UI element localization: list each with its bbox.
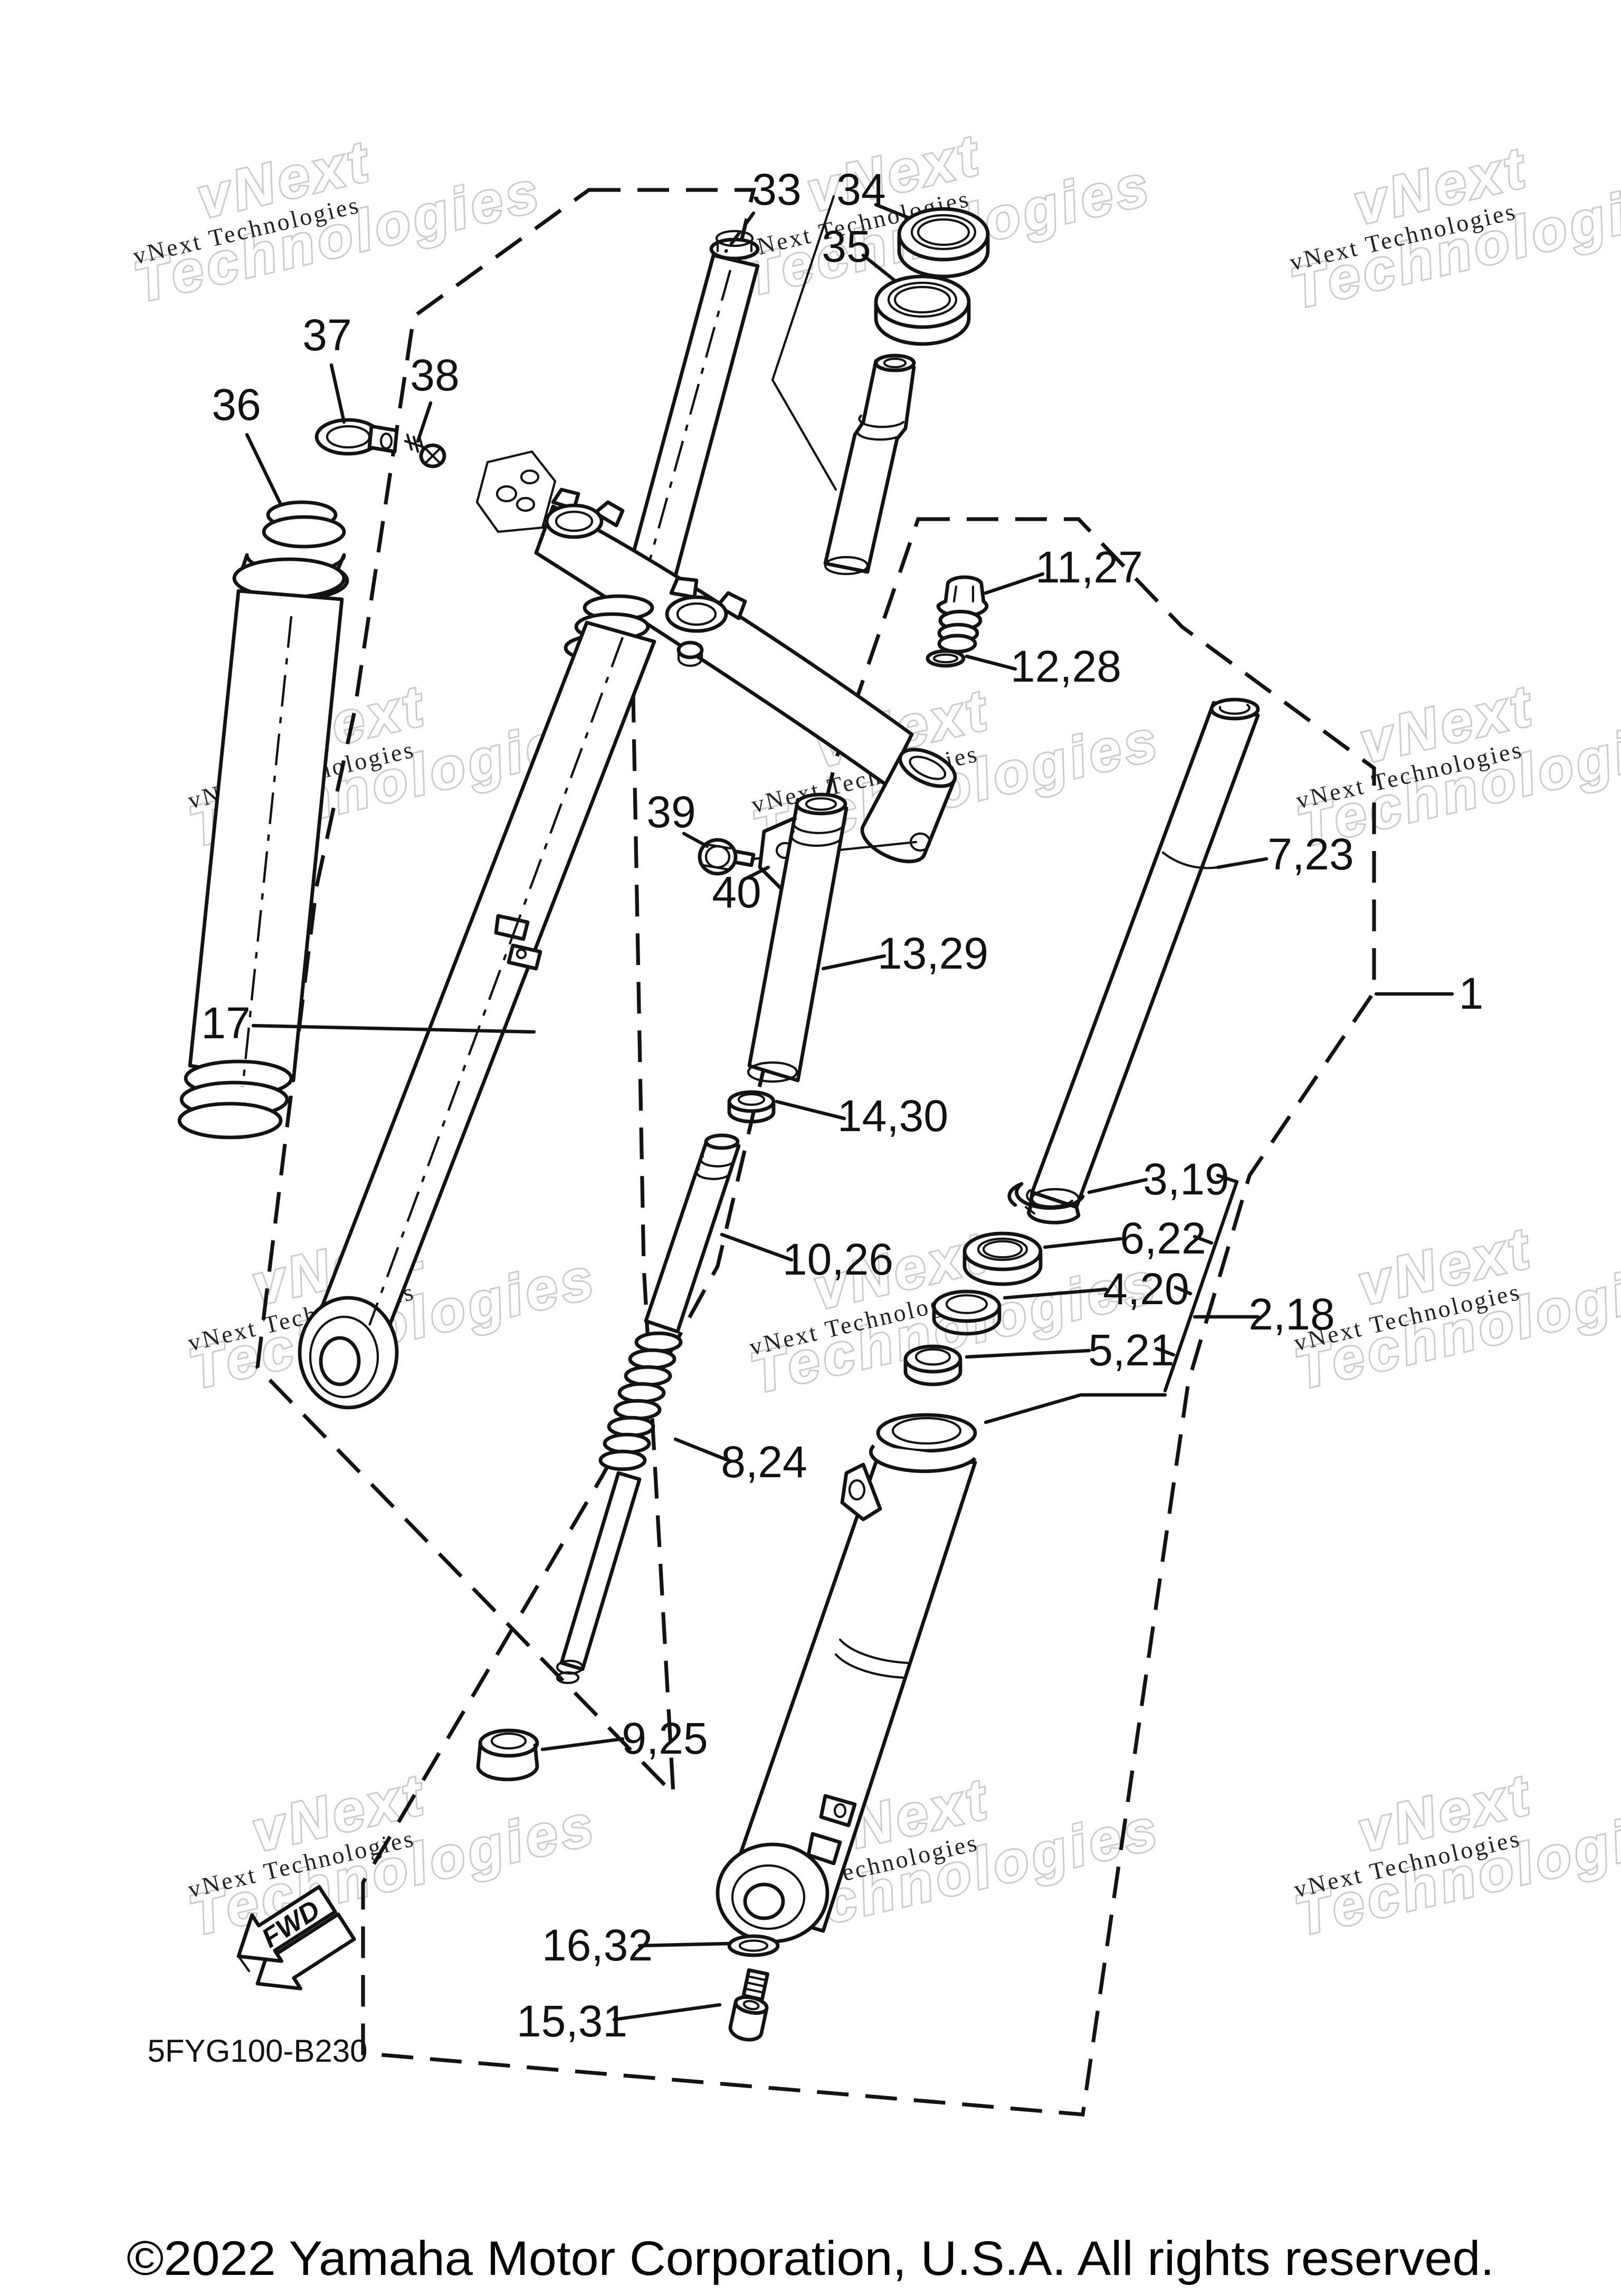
callout-40: 40 — [712, 867, 761, 917]
part-bolt-15 — [728, 1968, 769, 2042]
part-damper-tube-13 — [747, 792, 848, 1083]
part-inner-tube-right — [1027, 697, 1260, 1224]
part-seal-ring-34 — [897, 207, 990, 279]
callout-34: 34 — [836, 165, 885, 214]
callout-33: 33 — [752, 165, 801, 214]
part-damper-rod-10 — [644, 1133, 741, 1334]
leader-line-assembly — [771, 195, 837, 491]
part-ring-14 — [727, 1090, 776, 1124]
callout-15-31: 15,31 — [517, 1996, 627, 2046]
callout-6-22: 6,22 — [1120, 1213, 1206, 1263]
callout-1: 1 — [1459, 969, 1484, 1018]
part-spring-8 — [598, 1331, 683, 1471]
part-boot-36 — [177, 500, 349, 1140]
callout-17: 17 — [201, 998, 250, 1048]
callout-2-18: 2,18 — [1248, 1289, 1335, 1339]
part-rod-lower — [556, 1471, 642, 1685]
part-seal-ring-35 — [874, 274, 971, 346]
callout-38: 38 — [410, 350, 459, 400]
callout-3-19: 3,19 — [1143, 1154, 1229, 1204]
callout-10-26: 10,26 — [783, 1235, 893, 1284]
part-washer-4 — [932, 1289, 1002, 1336]
fwd-arrow-face — [236, 1885, 337, 1963]
part-steering-stem — [823, 353, 916, 576]
fwd-arrow: FWD — [236, 1885, 356, 1991]
part-o-ring-12 — [926, 649, 966, 668]
part-screw-38 — [404, 433, 446, 468]
callout-35: 35 — [822, 222, 871, 271]
callout-7-23: 7,23 — [1267, 829, 1354, 879]
watermark: vNext Technologies vNext Technologies — [1288, 1760, 1621, 1949]
callout-13-29: 13,29 — [878, 929, 988, 978]
watermark: vNext Technologies vNext Technologies — [1290, 671, 1621, 860]
leader-lines — [245, 203, 1454, 2022]
part-outer-tube-right — [716, 1413, 977, 1944]
diagram-code: 5FYG100-B230 — [148, 2033, 368, 2069]
callouts: 33 34 35 37 36 38 11,27 12,28 7,23 1 39 … — [201, 165, 1483, 2046]
part-oil-seal-6 — [962, 1231, 1043, 1286]
watermark: vNext Technologies vNext Technologies — [1283, 133, 1621, 322]
part-dust-seal-5 — [903, 1344, 962, 1386]
part-clamp-37 — [314, 418, 399, 456]
callout-14-30: 14,30 — [837, 1091, 948, 1141]
copyright-text: ©2022 Yamaha Motor Corporation, U.S.A. A… — [127, 2232, 1494, 2285]
callout-11-27: 11,27 — [1035, 542, 1143, 592]
callout-5-21: 5,21 — [1088, 1325, 1175, 1375]
assembly-outline-right — [361, 517, 1376, 2117]
part-outer-tube-left — [298, 620, 656, 1410]
callout-16-32: 16,32 — [542, 1920, 653, 1970]
callout-12-28: 12,28 — [1010, 642, 1121, 691]
callout-39: 39 — [646, 787, 695, 837]
callout-36: 36 — [212, 380, 261, 429]
part-washer-16 — [727, 1934, 780, 1957]
part-snap-ring-3 — [1007, 1182, 1085, 1215]
part-inner-tube-left — [621, 229, 760, 610]
part-spring-seat-9 — [476, 1728, 539, 1782]
part-bolt-39 — [698, 838, 756, 876]
callout-37: 37 — [302, 310, 351, 360]
callout-4-20: 4,20 — [1103, 1264, 1189, 1314]
callout-9-25: 9,25 — [622, 1714, 708, 1763]
part-cap-bolt-11 — [936, 575, 989, 654]
callout-8-24: 8,24 — [721, 1437, 807, 1487]
watermark: vNext Technologies vNext Technologies — [127, 127, 549, 315]
